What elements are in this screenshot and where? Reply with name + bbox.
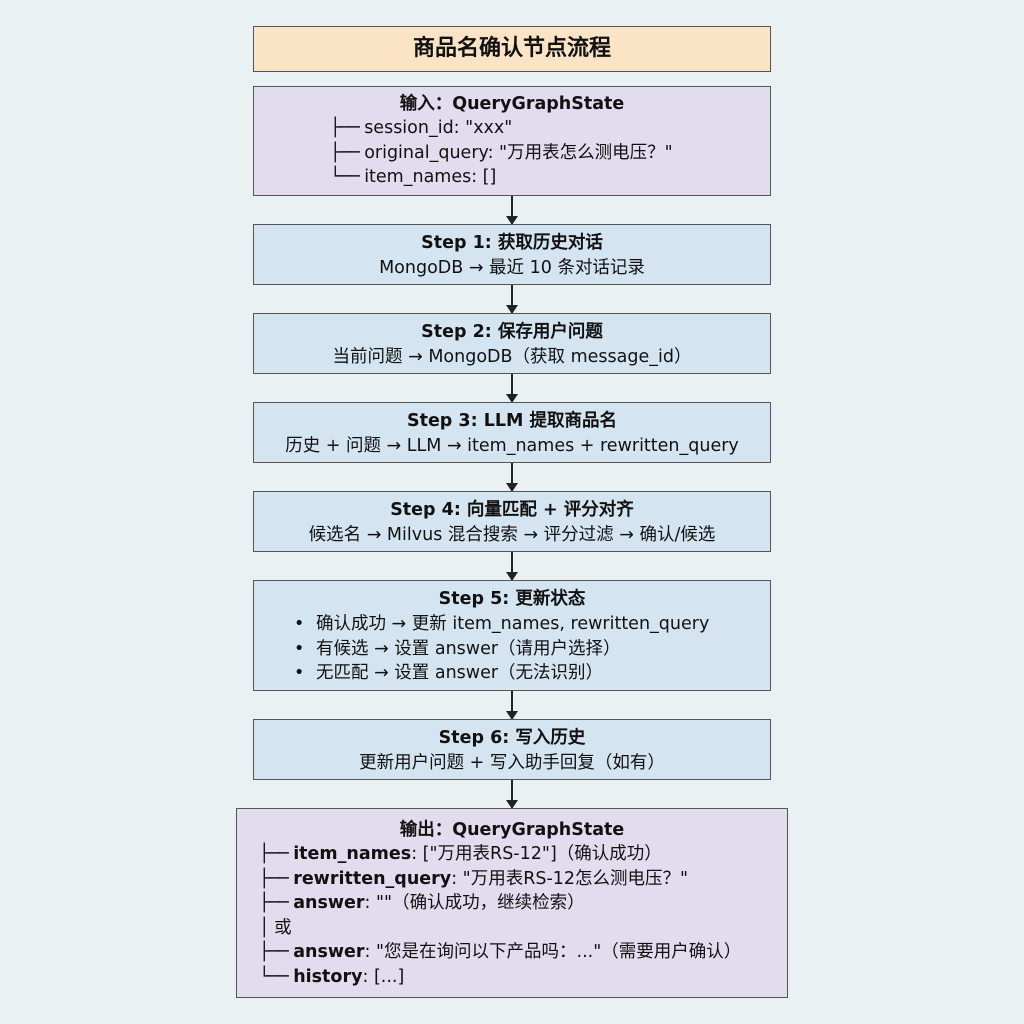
flow-arrow bbox=[506, 780, 518, 809]
step-4-box: Step 4: 向量匹配 + 评分对齐 候选名 → Milvus 混合搜索 → … bbox=[253, 491, 771, 552]
input-field-line: ├── original_query: "万用表怎么测电压？" bbox=[330, 142, 673, 163]
step-bullet: •确认成功 → 更新 item_names, rewritten_query bbox=[294, 614, 710, 634]
output-field-line: ├── answer: ""（确认成功，继续检索） bbox=[259, 893, 585, 913]
output-field-line: ├── rewritten_query: "万用表RS-12怎么测电压？" bbox=[259, 868, 689, 889]
step-detail: 历史 + 问题 → LLM → item_names + rewritten_q… bbox=[285, 436, 739, 456]
diagram-title: 商品名确认节点流程 bbox=[253, 26, 771, 72]
step-5-box: Step 5: 更新状态 •确认成功 → 更新 item_names, rewr… bbox=[253, 580, 771, 691]
output-field-line: ├── item_names: ["万用表RS-12"]（确认成功） bbox=[259, 844, 662, 864]
step-header: Step 6: 写入历史 bbox=[438, 728, 586, 748]
step-1-box: Step 1: 获取历史对话 MongoDB → 最近 10 条对话记录 bbox=[253, 224, 771, 285]
step-detail: MongoDB → 最近 10 条对话记录 bbox=[379, 258, 645, 278]
step-3-box: Step 3: LLM 提取商品名 历史 + 问题 → LLM → item_n… bbox=[253, 402, 771, 463]
input-field-line: └── item_names: [] bbox=[330, 167, 497, 187]
flow-arrow bbox=[506, 463, 518, 492]
step-6-box: Step 6: 写入历史 更新用户问题 + 写入助手回复（如有） bbox=[253, 719, 771, 780]
flow-arrow bbox=[506, 552, 518, 581]
step-header: Step 4: 向量匹配 + 评分对齐 bbox=[390, 500, 634, 520]
step-detail: 候选名 → Milvus 混合搜索 → 评分过滤 → 确认/候选 bbox=[308, 525, 716, 545]
flow-arrow bbox=[506, 196, 518, 225]
input-state-box: 输入：QueryGraphState ├── session_id: "xxx"… bbox=[253, 86, 771, 196]
output-state-box: 输出：QueryGraphState ├── item_names: ["万用表… bbox=[236, 808, 788, 998]
input-header: 输入：QueryGraphState bbox=[399, 94, 625, 114]
flow-arrow bbox=[506, 285, 518, 314]
step-header: Step 1: 获取历史对话 bbox=[421, 233, 603, 253]
output-header: 输出：QueryGraphState bbox=[399, 820, 625, 840]
step-bullet: •无匹配 → 设置 answer（无法识别） bbox=[294, 663, 604, 683]
step-header: Step 3: LLM 提取商品名 bbox=[406, 411, 618, 431]
step-2-box: Step 2: 保存用户问题 当前问题 → MongoDB（获取 message… bbox=[253, 313, 771, 374]
flow-arrow bbox=[506, 691, 518, 720]
step-bullet: •有候选 → 设置 answer（请用户选择） bbox=[294, 638, 621, 659]
step-header: Step 2: 保存用户问题 bbox=[421, 322, 603, 342]
step-detail: 更新用户问题 + 写入助手回复（如有） bbox=[359, 753, 665, 773]
output-field-line: └── history: [...] bbox=[259, 966, 405, 987]
flow-arrow bbox=[506, 374, 518, 403]
input-field-line: ├── session_id: "xxx" bbox=[330, 118, 513, 138]
output-field-line: ├── answer: "您是在询问以下产品吗：..."（需要用户确认） bbox=[259, 942, 742, 962]
step-detail: 当前问题 → MongoDB（获取 message_id） bbox=[332, 347, 692, 367]
step-header: Step 5: 更新状态 bbox=[438, 589, 586, 609]
output-field-line: │ 或 bbox=[259, 917, 292, 938]
